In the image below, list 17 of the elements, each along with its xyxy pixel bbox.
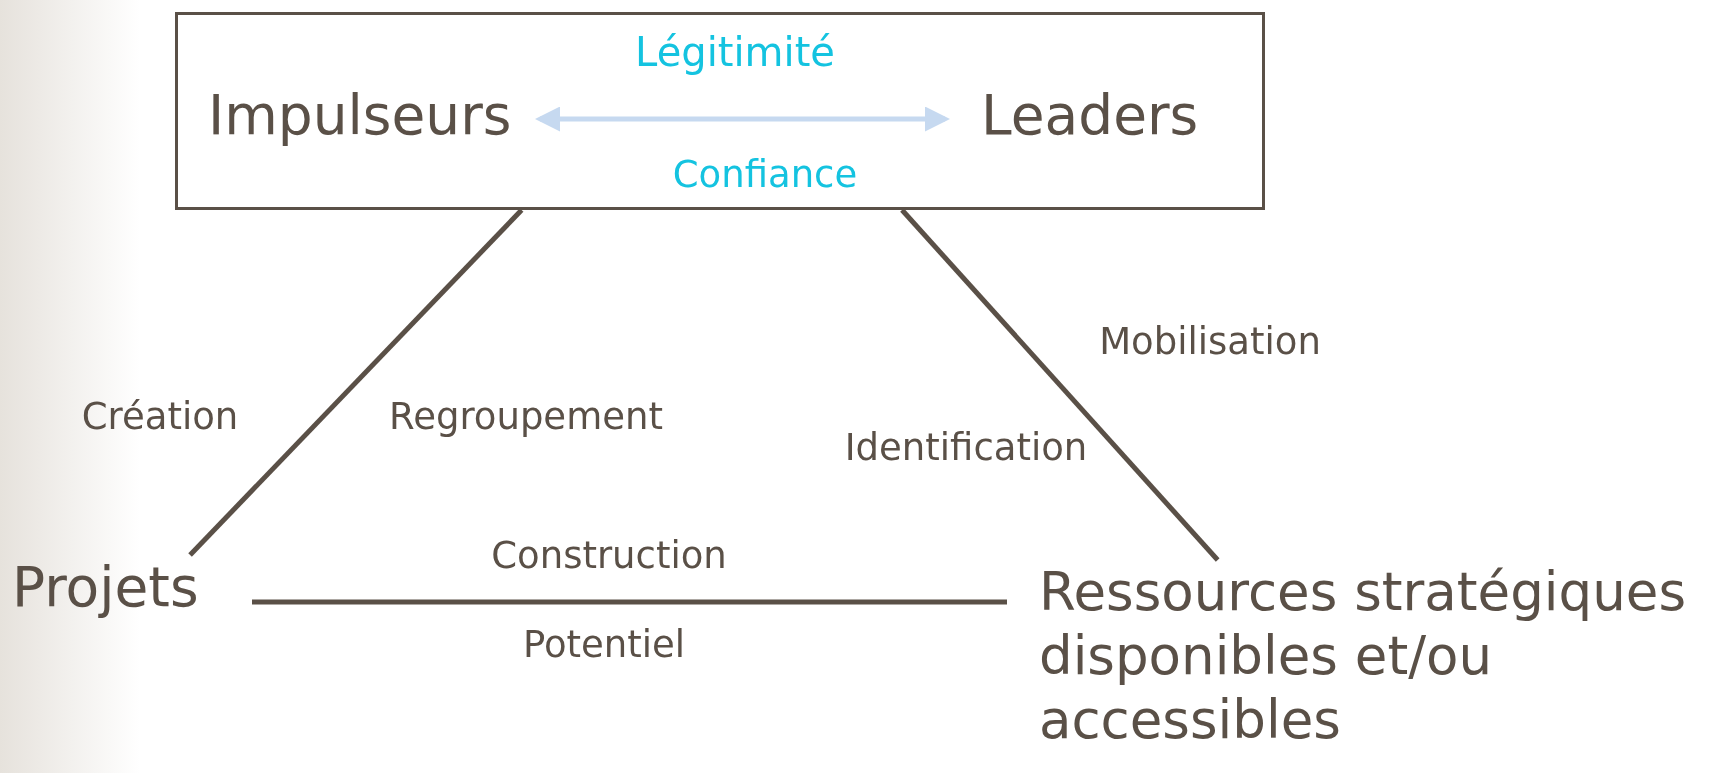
connector-line: [252, 599, 1007, 605]
text-label: Potentiel: [522, 622, 686, 669]
text-label: Identification: [844, 425, 1088, 472]
text-label: Regroupement: [389, 394, 663, 441]
double-arrow: [535, 106, 950, 132]
text-label: Construction: [491, 533, 727, 580]
frame-box: [175, 12, 1265, 210]
text-label: Mobilisation: [1099, 319, 1321, 366]
text-label: Confiance: [672, 152, 858, 199]
edge-label: Légitimité: [635, 28, 835, 77]
node-label: Impulseurs: [208, 80, 543, 150]
connector-line: [900, 208, 1220, 562]
node-label: Leaders: [948, 80, 1208, 150]
node-label: Ressources stratégiques disponibles et/ou accessibles: [1007, 560, 1726, 770]
node-label: Projets: [12, 555, 252, 619]
connector-line: [188, 208, 524, 557]
text-label: Création: [81, 394, 239, 441]
